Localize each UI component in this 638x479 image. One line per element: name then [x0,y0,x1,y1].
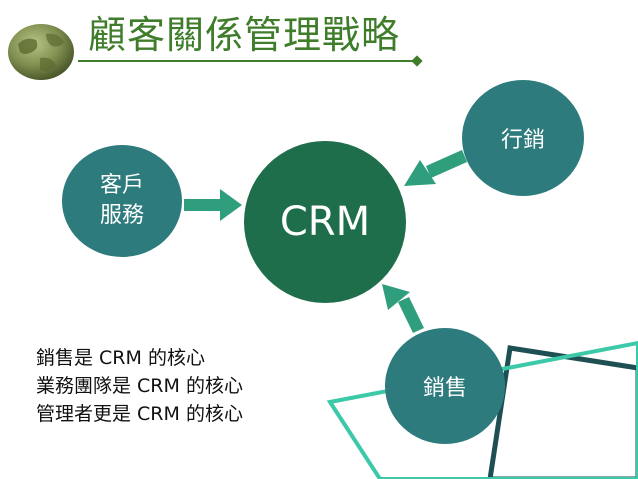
node-marketing-label: 行銷 [500,128,545,153]
note-line: 銷售是 CRM 的核心 [36,347,205,369]
globe-icon [8,24,74,80]
node-crm: CRM [244,141,406,303]
page-title: 顧客關係管理戰略 [88,13,401,57]
arrow-marketing-to-crm [404,150,467,186]
notes-block: 銷售是 CRM 的核心 業務團隊是 CRM 的核心 管理者更是 CRM 的核心 [36,344,243,428]
title-underline [78,60,418,62]
node-crm-label: CRM [279,199,371,245]
node-customer-service-label: 客戶 服務 [99,173,144,228]
node-customer-service: 客戶 服務 [62,145,182,257]
node-sales-label: 銷售 [422,376,467,401]
node-sales: 銷售 [385,328,505,444]
arrow-sales-to-crm [382,284,424,333]
arrow-customer-to-crm [184,189,242,221]
node-marketing: 行銷 [462,80,584,196]
note-line: 業務團隊是 CRM 的核心 [36,375,243,397]
note-line: 管理者更是 CRM 的核心 [36,403,243,425]
